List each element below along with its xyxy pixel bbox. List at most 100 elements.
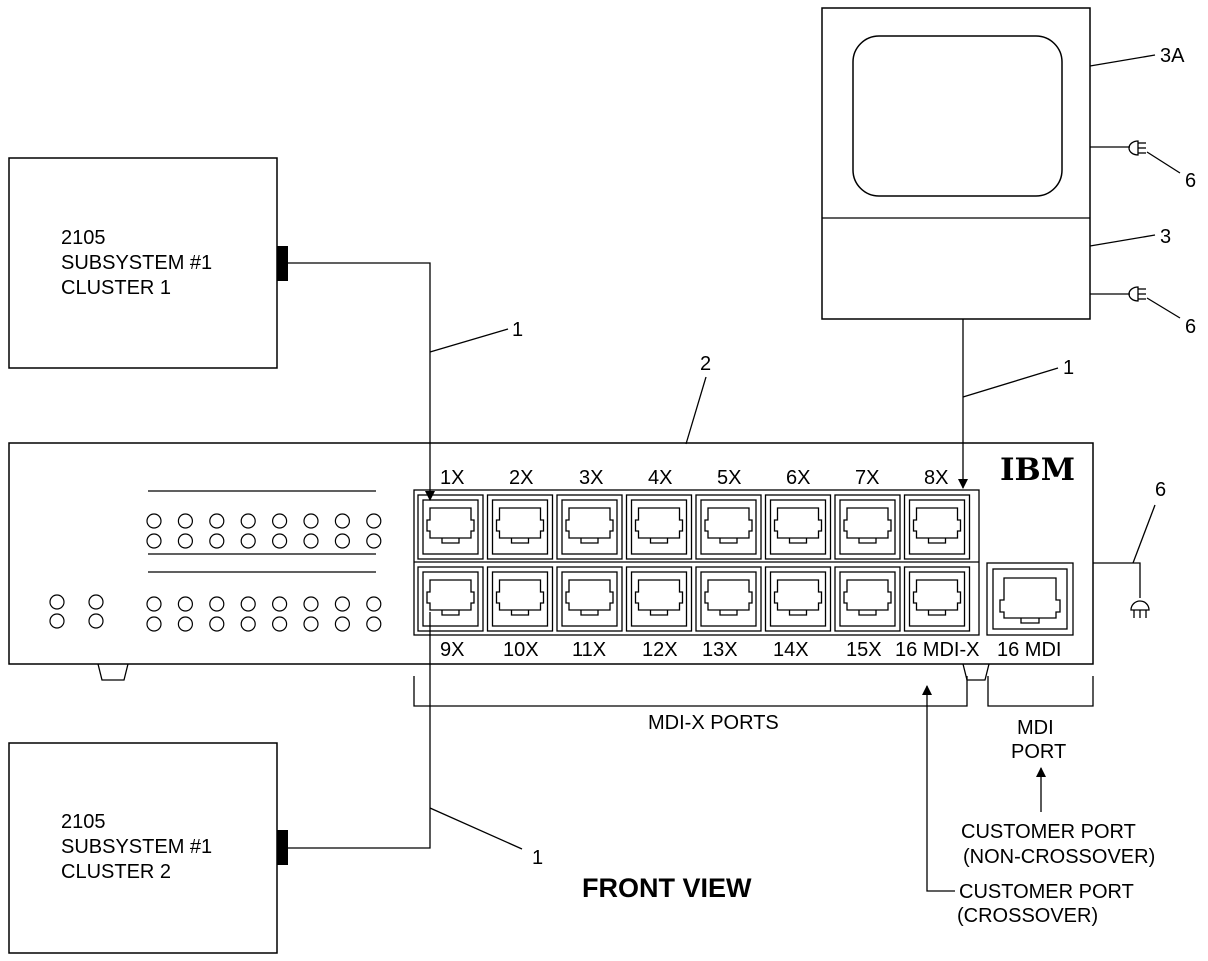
customer-port-non-crossover: CUSTOMER PORT (NON-CROSSOVER): [961, 767, 1155, 868]
port-label: 2X: [509, 467, 533, 489]
status-led: [146, 513, 162, 529]
port-label: 10X: [503, 639, 539, 661]
rj45-port: [834, 494, 901, 560]
customer-port-type: (CROSSOVER): [957, 905, 1098, 927]
mdi-port-frame: [986, 562, 1074, 636]
subsystem-cluster-1: 2105 SUBSYSTEM #1 CLUSTER 1: [8, 157, 288, 369]
rj45-port: [764, 494, 832, 560]
customer-port-label: CUSTOMER PORT: [961, 821, 1136, 843]
status-led: [366, 596, 382, 612]
status-led: [88, 594, 104, 610]
status-led: [366, 616, 382, 632]
switch-power-cord: [1093, 562, 1141, 598]
status-led: [240, 533, 256, 549]
callout-power: 6: [1155, 479, 1166, 501]
status-led: [366, 513, 382, 529]
customer-port-type: (NON-CROSSOVER): [963, 846, 1155, 868]
port-label: 13X: [702, 639, 738, 661]
status-led: [334, 616, 350, 632]
status-led: [209, 596, 225, 612]
status-led: [146, 533, 162, 549]
switch-foot-left: [97, 663, 129, 681]
console-unit: [821, 7, 1091, 320]
status-led: [334, 513, 350, 529]
ibm-logo: IBM: [1000, 452, 1075, 488]
cluster-1-name: CLUSTER 1: [61, 277, 171, 299]
port-label: 11X: [572, 639, 606, 661]
rj45-port: [417, 494, 484, 560]
customer-port-crossover: CUSTOMER PORT (CROSSOVER): [922, 685, 1134, 927]
status-led: [146, 616, 162, 632]
status-led: [272, 533, 288, 549]
status-led: [303, 513, 319, 529]
mdi-port-label-line1: MDI: [1017, 717, 1054, 739]
cluster-2-connector: [277, 830, 288, 865]
mdi-port-label: 16 MDI: [997, 639, 1061, 661]
status-led: [209, 616, 225, 632]
rj45-port: [556, 494, 623, 560]
status-led: [209, 533, 225, 549]
bottom-port-labels: 9X 10X 11X 12X 13X 14X 15X 16 MDI-X 16 M…: [440, 639, 1061, 661]
cluster-2-name: CLUSTER 2: [61, 861, 171, 883]
rj45-port: [695, 566, 762, 632]
port-label: 3X: [579, 467, 603, 489]
callout-console: 3: [1160, 226, 1171, 248]
callout-power: 6: [1185, 316, 1196, 338]
rj45-port: [556, 566, 623, 632]
plug-icon: [1128, 140, 1146, 156]
rj45-port: [417, 566, 484, 632]
status-led: [303, 533, 319, 549]
port-label: 7X: [855, 467, 879, 489]
rj45-port: [625, 566, 693, 632]
status-leds: [49, 513, 382, 632]
cluster-1-subsystem: SUBSYSTEM #1: [61, 252, 212, 274]
callouts: 1 2 1 1 3A 3 6 6 6: [429, 45, 1196, 869]
monitor-screen: [852, 35, 1063, 197]
plug-icon: [1128, 286, 1146, 302]
status-led: [272, 596, 288, 612]
port-label: 1X: [440, 467, 464, 489]
rj45-port: [903, 566, 971, 632]
callout-cable: 1: [1063, 357, 1074, 379]
rj45-jack-icon: [999, 577, 1061, 624]
port-label: 12X: [642, 639, 678, 661]
rj45-port: [695, 494, 762, 560]
callout-switch: 2: [700, 353, 711, 375]
cable-cluster-2: [288, 612, 431, 849]
subsystem-cluster-2: 2105 SUBSYSTEM #1 CLUSTER 2: [8, 742, 288, 954]
callout-power: 6: [1185, 170, 1196, 192]
cluster-2-subsystem: SUBSYSTEM #1: [61, 836, 212, 858]
status-led: [177, 513, 193, 529]
port-label: 5X: [717, 467, 741, 489]
status-led: [177, 596, 193, 612]
rj45-port: [486, 494, 554, 560]
status-led: [88, 613, 104, 629]
status-led: [366, 533, 382, 549]
callout-cable: 1: [512, 319, 523, 341]
port-label: 16 MDI-X: [895, 639, 979, 661]
port-group-brackets: MDI-X PORTS MDI PORT: [413, 676, 1094, 763]
mdi-port-label-line2: PORT: [1011, 741, 1066, 763]
cables: [288, 146, 1141, 849]
port-label: 9X: [440, 639, 464, 661]
status-led: [240, 596, 256, 612]
port-label: 4X: [648, 467, 672, 489]
top-port-labels: 1X 2X 3X 4X 5X 6X 7X 8X: [440, 467, 948, 489]
callout-monitor: 3A: [1160, 45, 1185, 67]
switch-foot-right: [962, 663, 990, 681]
status-led: [146, 596, 162, 612]
port-label: 6X: [786, 467, 810, 489]
rj45-port: [486, 566, 554, 632]
cluster-1-connector: [277, 246, 288, 281]
status-led: [240, 513, 256, 529]
status-led: [334, 596, 350, 612]
rj45-ports: [417, 494, 971, 632]
port-label: 8X: [924, 467, 948, 489]
status-led: [209, 513, 225, 529]
status-led: [177, 616, 193, 632]
cluster-1-model: 2105: [61, 227, 106, 249]
customer-port-label: CUSTOMER PORT: [959, 881, 1134, 903]
mdix-ports-label: MDI-X PORTS: [648, 712, 779, 734]
rj45-port: [834, 566, 901, 632]
